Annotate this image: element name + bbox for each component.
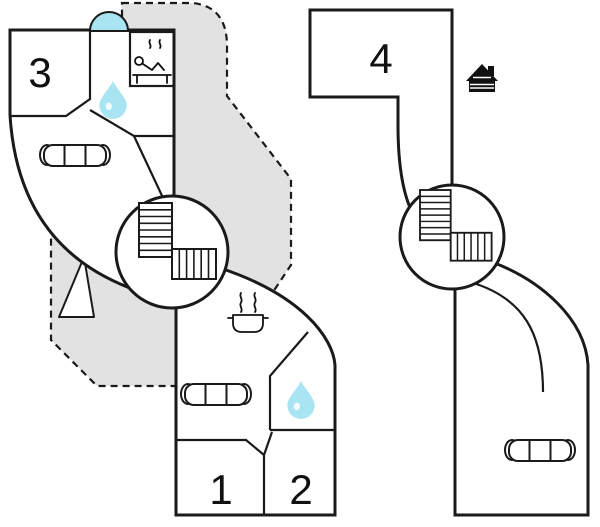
- house-icon: [466, 64, 498, 92]
- room-4-outer-wall: [308, 8, 454, 217]
- room-3-label: 3: [28, 49, 51, 96]
- room-1-label: 1: [209, 466, 232, 513]
- cooking-pot-icon: [227, 292, 269, 333]
- bathroom-walls: [89, 109, 174, 201]
- right-lower-outer-wall: [453, 260, 590, 517]
- sauna-cabin: [128, 30, 176, 88]
- room-3-walls: [10, 30, 92, 118]
- sofa-icon: [39, 144, 111, 167]
- right-floor-plan: [308, 8, 590, 517]
- room-4-label: 4: [369, 35, 392, 82]
- building-fills: [10, 10, 588, 515]
- ceiling-slope-icon: [58, 256, 95, 318]
- room-2-label: 2: [289, 466, 312, 513]
- lower-unit-inner-walls: [176, 331, 335, 515]
- sofa-icon: [504, 439, 576, 462]
- sauna-icon: [132, 39, 172, 84]
- upper-unit-curved-wall: [8, 114, 131, 290]
- lower-unit-outer-wall: [174, 266, 337, 517]
- sofa-icon: [180, 383, 252, 406]
- right-inner-curved-wall: [469, 280, 545, 393]
- basin-icon: [88, 11, 130, 32]
